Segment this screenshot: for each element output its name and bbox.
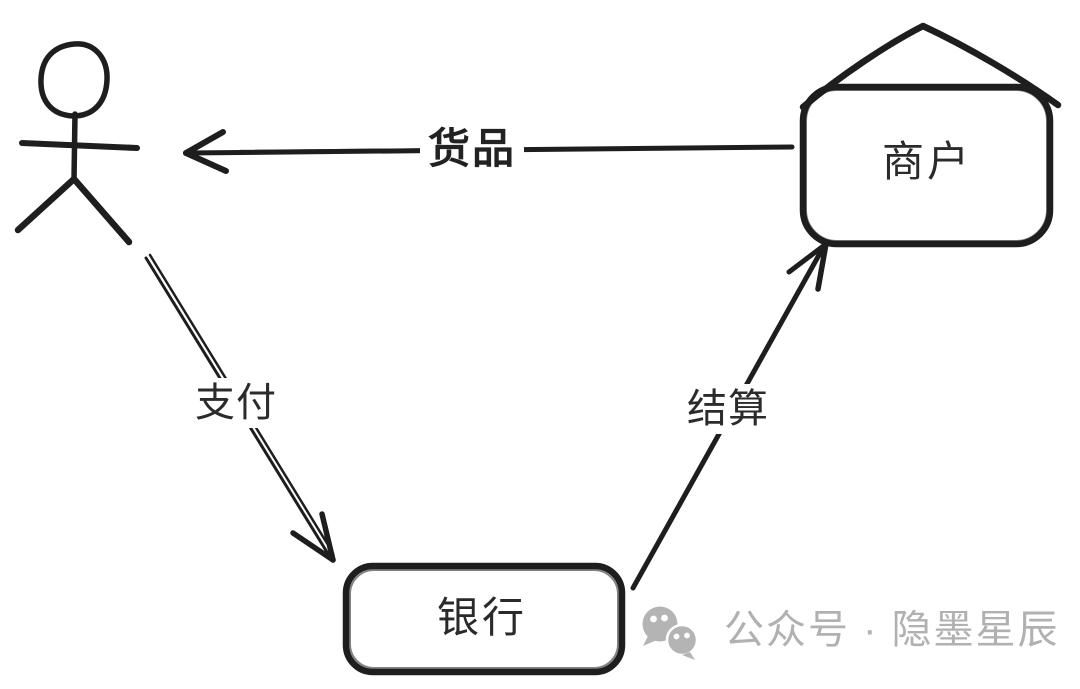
goods-edge-label: 货品: [419, 124, 525, 174]
person-figure: [14, 41, 140, 246]
bank-box: [342, 562, 626, 676]
wechat-icon: [642, 606, 699, 660]
merchant-label: 商户: [881, 138, 973, 185]
watermark-text: 公众号 · 隐墨星辰: [724, 608, 1060, 652]
merchant-house: [799, 22, 1062, 248]
watermark: 公众号 · 隐墨星辰: [638, 598, 1060, 662]
settlement-edge-label: 结算: [680, 384, 776, 434]
bank-label: 银行: [436, 594, 528, 641]
payment-edge-label: 支付: [188, 378, 284, 428]
